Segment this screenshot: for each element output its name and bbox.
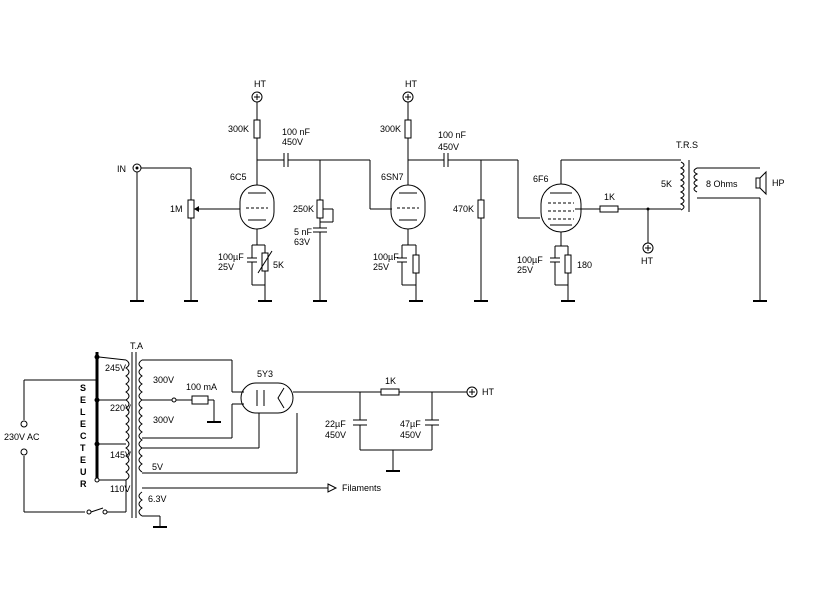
label-ht-mid: HT — [641, 256, 653, 266]
label-300v-a: 300V — [153, 375, 174, 385]
label-450v-2: 450V — [438, 142, 459, 152]
svg-text:R: R — [80, 479, 87, 489]
label-300v-b: 300V — [153, 415, 174, 425]
label-245v: 245V — [105, 363, 126, 373]
tube-6f6 — [540, 183, 582, 233]
label-filaments: Filaments — [342, 483, 382, 493]
svg-text:S: S — [80, 383, 86, 393]
label-300k-2: 300K — [380, 124, 401, 134]
label-trs: T.R.S — [676, 140, 698, 150]
label-5nf: 5 nF — [294, 227, 313, 237]
label-100uf-1: 100µF — [218, 252, 244, 262]
resistor-300k-1 — [253, 119, 261, 139]
label-25v-2: 25V — [373, 262, 389, 272]
label-220v: 220V — [110, 403, 131, 413]
label-ht-psu: HT — [482, 387, 494, 397]
label-100uf-3: 100µF — [517, 255, 543, 265]
resistor-1k-psu — [380, 388, 400, 396]
label-450v-22uf: 450V — [325, 430, 346, 440]
label-63v: 63V — [294, 237, 310, 247]
label-450v-47uf: 450V — [400, 430, 421, 440]
ht-terminal — [466, 386, 478, 398]
tube-6c5 — [239, 184, 275, 230]
svg-text:L: L — [80, 407, 86, 417]
resistor-470k — [477, 199, 485, 219]
label-5y3: 5Y3 — [257, 369, 273, 379]
svg-text:E: E — [80, 419, 86, 429]
input-jack — [132, 163, 142, 173]
fuse-100ma — [191, 395, 209, 405]
svg-text:E: E — [80, 395, 86, 405]
svg-text:C: C — [80, 431, 87, 441]
label-8-ohms: 8 Ohms — [706, 179, 738, 189]
output-transformer — [679, 160, 699, 212]
label-25v-1: 25V — [218, 262, 234, 272]
mains-switch — [86, 509, 92, 515]
label-6f6: 6F6 — [533, 174, 549, 184]
label-47uf: 47µF — [400, 419, 421, 429]
svg-text:U: U — [80, 467, 87, 477]
label-trs-5k: 5K — [661, 179, 672, 189]
label-180: 180 — [577, 260, 592, 270]
label-hp: HP — [772, 178, 785, 188]
svg-text:T: T — [80, 443, 86, 453]
label-in: IN — [117, 164, 126, 174]
label-1k-psu: 1K — [385, 376, 396, 386]
label-145v: 145V — [110, 450, 131, 460]
label-100nf-1: 100 nF — [282, 127, 311, 137]
pot-250k — [316, 199, 324, 219]
label-100uf-2: 100µF — [373, 252, 399, 262]
resistor-180 — [564, 254, 572, 274]
label-ht-1: HT — [254, 79, 266, 89]
label-450v-1: 450V — [282, 137, 303, 147]
label-25v-3: 25V — [517, 265, 533, 275]
label-5v: 5V — [152, 462, 163, 472]
label-22uf: 22µF — [325, 419, 346, 429]
tube-5y3 — [240, 382, 294, 414]
selector-label: S E L E C T E U R — [80, 383, 87, 489]
resistor-1k-screen — [599, 205, 619, 213]
ht-terminal — [642, 242, 654, 254]
tube-6sn7 — [390, 184, 426, 230]
pot-1m — [187, 199, 195, 219]
label-1k-screen: 1K — [604, 192, 615, 202]
label-5k: 5K — [273, 260, 284, 270]
speaker-icon — [755, 170, 767, 196]
label-ta: T.A — [130, 341, 143, 351]
label-300k-1: 300K — [228, 124, 249, 134]
svg-text:E: E — [80, 455, 86, 465]
label-6c5: 6C5 — [230, 172, 247, 182]
label-6-3v: 6.3V — [148, 494, 167, 504]
label-250k: 250K — [293, 204, 314, 214]
label-6sn7: 6SN7 — [381, 172, 404, 182]
label-110v: 110V — [110, 484, 130, 494]
label-230v-ac: 230V AC — [4, 432, 40, 442]
label-ht-2: HT — [405, 79, 417, 89]
resistor-cathode-2 — [412, 254, 420, 274]
label-470k: 470K — [453, 204, 474, 214]
label-1m: 1M — [170, 204, 183, 214]
label-100ma: 100 mA — [186, 382, 217, 392]
label-100nf-2: 100 nF — [438, 130, 467, 140]
resistor-300k-2 — [404, 119, 412, 139]
